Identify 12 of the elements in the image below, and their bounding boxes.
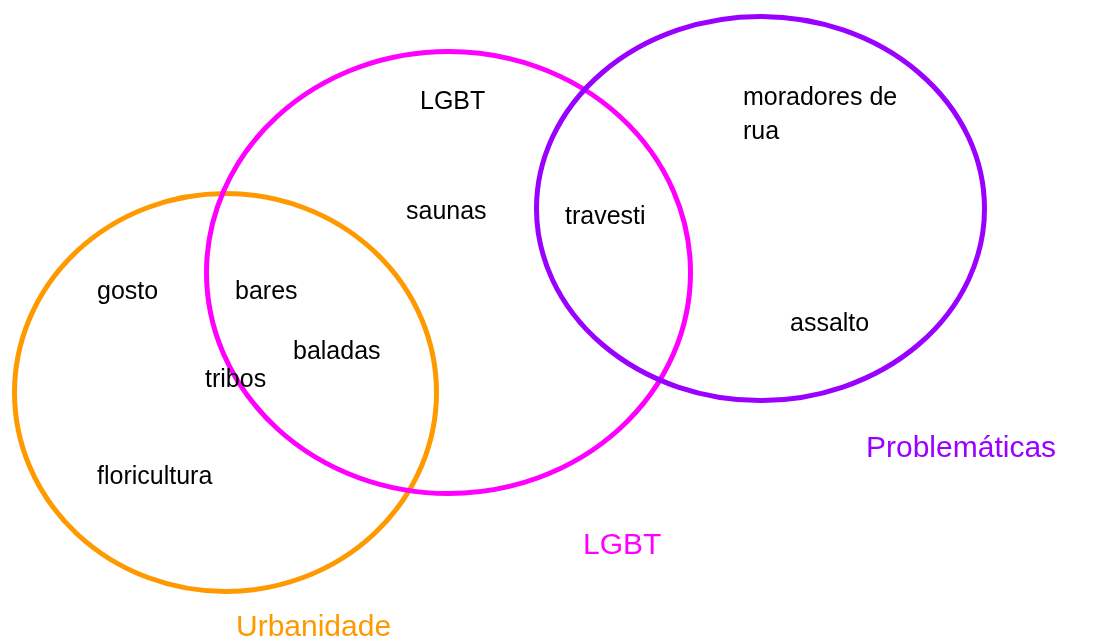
set-item-label: saunas xyxy=(406,195,487,226)
set-item-label: travesti xyxy=(565,200,646,231)
set-title: LGBT xyxy=(583,527,662,562)
set-title: Problemáticas xyxy=(866,430,1057,465)
set-item-label: moradores de rua xyxy=(743,81,899,146)
set-item-label: bares xyxy=(235,275,298,306)
set-item-label: floricultura xyxy=(97,460,213,491)
set-title: Urbanidade xyxy=(236,609,392,641)
set-item-label: baladas xyxy=(293,335,381,366)
set-item-label: assalto xyxy=(790,307,870,338)
set-item-label: gosto xyxy=(97,275,159,306)
set-item-label: LGBT xyxy=(420,85,486,116)
